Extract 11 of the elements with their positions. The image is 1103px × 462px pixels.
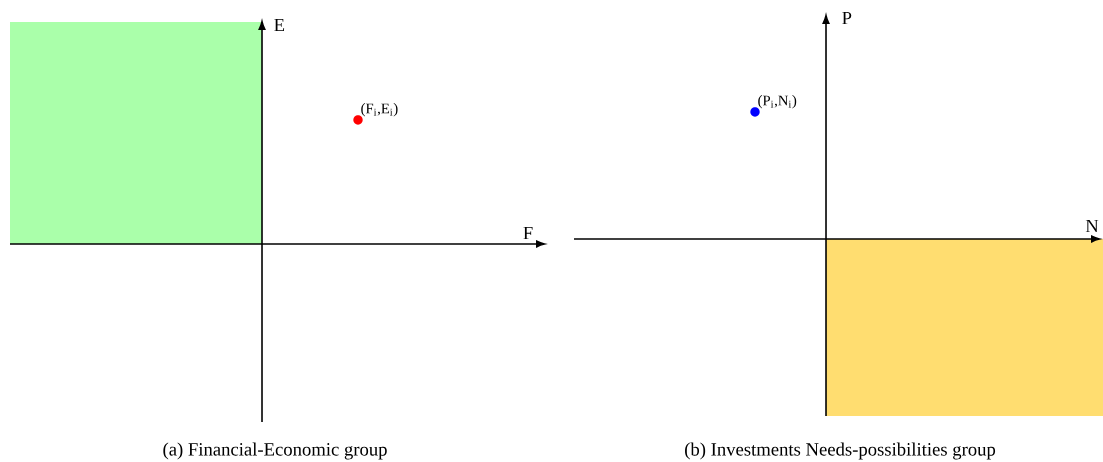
point-label: (F$_{i}$,E$_{i}$) xyxy=(361,103,398,117)
axis-label: P xyxy=(842,11,852,25)
axis-label: F xyxy=(523,226,533,240)
caption: (a) Financial-Economic group xyxy=(163,442,387,460)
data-point xyxy=(353,115,363,125)
caption: (b) Investments Needs-possibilities group xyxy=(685,442,996,460)
data-point xyxy=(750,107,760,117)
quadrant-region xyxy=(826,239,1103,416)
point-label: (P$_{i}$,N$_{i}$) xyxy=(758,95,797,109)
quadrant-region xyxy=(10,22,262,244)
axis-label: E xyxy=(274,18,285,32)
